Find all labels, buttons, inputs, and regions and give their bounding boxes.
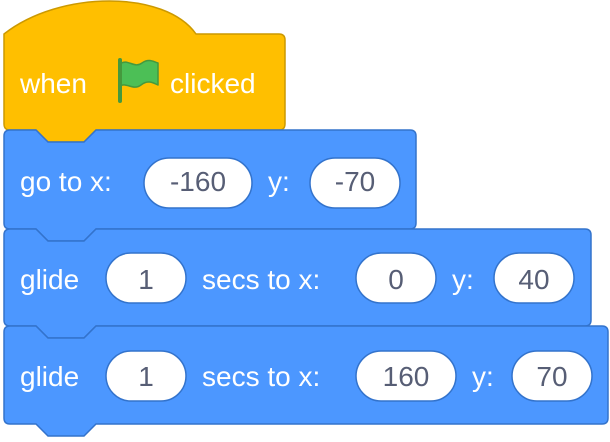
go-to-y-input[interactable] bbox=[309, 157, 401, 209]
glide-block-1[interactable]: glide 1 secs to x: 0 y: 40 bbox=[3, 228, 592, 339]
glide-1-label: glide bbox=[20, 264, 79, 295]
glide-1-y-label: y: bbox=[452, 264, 474, 295]
glide-1-x-value: 0 bbox=[388, 264, 404, 295]
glide-1-y-value: 40 bbox=[518, 264, 549, 295]
glide-1-x-input[interactable] bbox=[355, 252, 437, 304]
glide-2-x-value: 160 bbox=[383, 361, 430, 392]
go-to-x-value: -160 bbox=[170, 166, 226, 197]
glide-2-y-label: y: bbox=[472, 361, 494, 392]
glide-1-secs-value: 1 bbox=[138, 264, 154, 295]
go-to-x-label: go to x: bbox=[20, 166, 112, 197]
glide-2-secs-to-x-label: secs to x: bbox=[202, 361, 320, 392]
glide-2-y-input[interactable] bbox=[511, 350, 593, 402]
glide-2-y-value: 70 bbox=[536, 361, 567, 392]
glide-1-secs-to-x-label: secs to x: bbox=[202, 264, 320, 295]
glide-2-secs-input[interactable] bbox=[105, 350, 187, 402]
go-to-x-input[interactable] bbox=[143, 157, 253, 209]
glide-1-y-input[interactable] bbox=[493, 252, 575, 304]
clicked-label: clicked bbox=[170, 68, 256, 99]
glide-1-secs-input[interactable] bbox=[105, 252, 187, 304]
when-flag-clicked-block[interactable]: when clicked bbox=[3, 0, 286, 143]
glide-2-x-input[interactable] bbox=[355, 350, 457, 402]
go-to-y-value: -70 bbox=[335, 166, 375, 197]
glide-2-label: glide bbox=[20, 361, 79, 392]
green-flag-icon bbox=[118, 58, 159, 103]
glide-2-secs-value: 1 bbox=[138, 361, 154, 392]
go-to-xy-block[interactable]: go to x: -160 y: -70 bbox=[3, 129, 417, 242]
glide-block-2[interactable]: glide 1 secs to x: 160 y: 70 bbox=[3, 325, 609, 437]
when-label: when bbox=[19, 68, 87, 99]
go-to-y-label: y: bbox=[268, 166, 290, 197]
